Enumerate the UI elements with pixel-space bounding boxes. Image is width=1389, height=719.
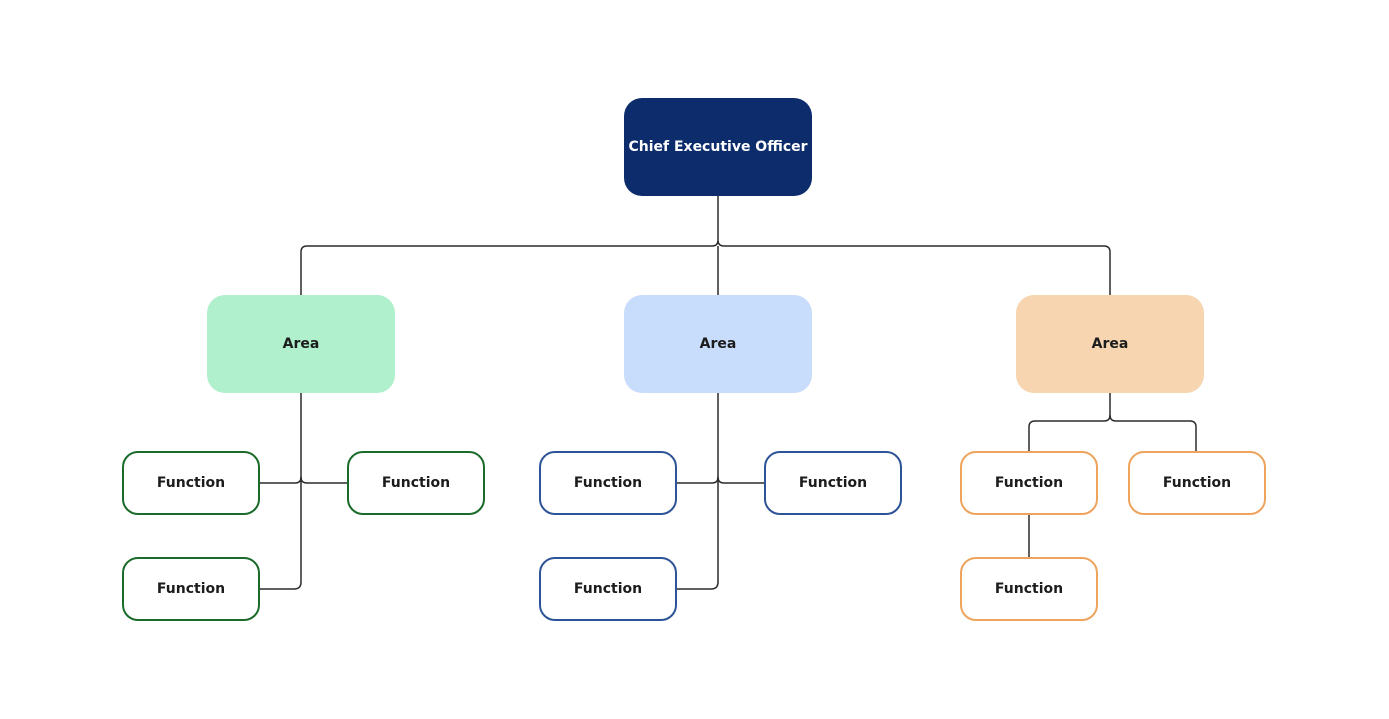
function-node[interactable]: Function: [122, 557, 260, 621]
function-label: Function: [573, 475, 643, 491]
function-label: Function: [156, 581, 226, 597]
connector-area-1-left: [260, 476, 302, 484]
connector-ceo-trunk: [711, 196, 725, 295]
function-label: Function: [994, 475, 1064, 491]
connector-area-3-trunk: [1028, 393, 1111, 451]
area-node-2[interactable]: Area: [624, 295, 812, 393]
function-node[interactable]: Function: [764, 451, 902, 515]
function-node[interactable]: Function: [539, 557, 677, 621]
function-label: Function: [994, 581, 1064, 597]
area-label: Area: [699, 336, 737, 352]
connector-area-1-trunk: [260, 393, 302, 590]
function-node[interactable]: Function: [347, 451, 485, 515]
function-label: Function: [798, 475, 868, 491]
ceo-label: Chief Executive Officer: [628, 139, 808, 155]
function-node[interactable]: Function: [1128, 451, 1266, 515]
function-label: Function: [1162, 475, 1232, 491]
function-node[interactable]: Function: [539, 451, 677, 515]
ceo-node[interactable]: Chief Executive Officer: [624, 98, 812, 196]
connector-area-1-right: [300, 476, 347, 484]
area-label: Area: [1091, 336, 1129, 352]
connector-area-2-left: [677, 476, 719, 484]
function-node[interactable]: Function: [960, 557, 1098, 621]
area-node-1[interactable]: Area: [207, 295, 395, 393]
function-node[interactable]: Function: [122, 451, 260, 515]
connector-area-3-right: [1109, 414, 1197, 451]
connector-area-2-trunk: [677, 393, 719, 590]
area-node-3[interactable]: Area: [1016, 295, 1204, 393]
area-label: Area: [282, 336, 320, 352]
function-label: Function: [573, 581, 643, 597]
function-label: Function: [156, 475, 226, 491]
function-label: Function: [381, 475, 451, 491]
connector-ceo-to-area-3: [724, 245, 1111, 295]
function-node[interactable]: Function: [960, 451, 1098, 515]
connector-ceo-to-area-1: [300, 245, 712, 295]
connector-area-2-right: [717, 476, 764, 484]
